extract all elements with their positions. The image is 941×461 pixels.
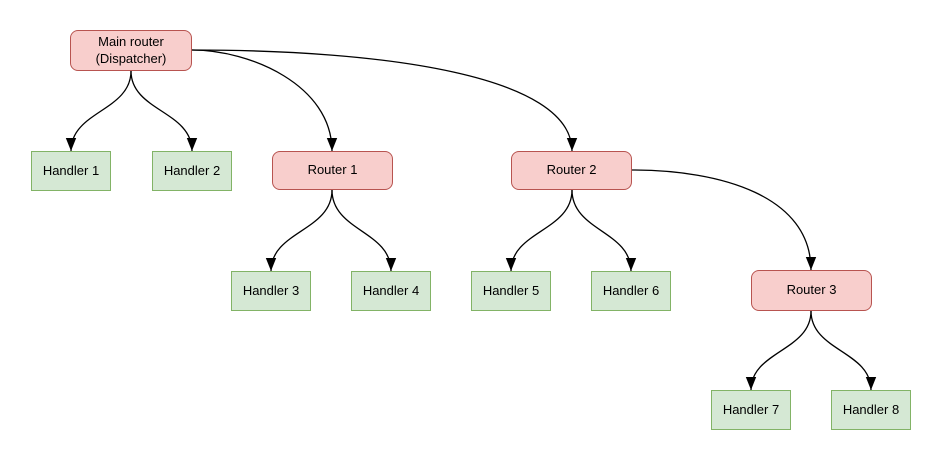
edge-main-to-router2 <box>191 49 578 152</box>
node-handler-3: Handler 3 <box>231 271 311 311</box>
edge-router2-to-router3 <box>631 169 817 271</box>
node-handler-7: Handler 7 <box>711 390 791 430</box>
node-router-3: Router 3 <box>751 270 872 311</box>
edge-router3-to-handler8 <box>810 310 877 391</box>
edge-router1-to-handler3 <box>265 189 333 272</box>
main-router-label-line2: (Dispatcher) <box>95 50 167 66</box>
node-router-2: Router 2 <box>511 151 632 190</box>
edge-main-to-handler1 <box>65 70 132 152</box>
edge-router3-to-handler7 <box>745 310 812 391</box>
node-handler-1: Handler 1 <box>31 151 111 191</box>
node-handler-2: Handler 2 <box>152 151 232 191</box>
node-handler-5: Handler 5 <box>471 271 551 311</box>
edge-router2-to-handler6 <box>571 189 637 272</box>
node-handler-8: Handler 8 <box>831 390 911 430</box>
edge-main-to-handler2 <box>130 70 198 152</box>
node-handler-6: Handler 6 <box>591 271 671 311</box>
node-main-router: Main router (Dispatcher) <box>70 30 192 71</box>
edge-router2-to-handler5 <box>505 189 573 272</box>
main-router-label-line1: Main router <box>98 34 164 50</box>
node-handler-4: Handler 4 <box>351 271 431 311</box>
edge-main-to-router1 <box>191 49 338 152</box>
edge-router1-to-handler4 <box>331 189 397 272</box>
node-router-1: Router 1 <box>272 151 393 190</box>
